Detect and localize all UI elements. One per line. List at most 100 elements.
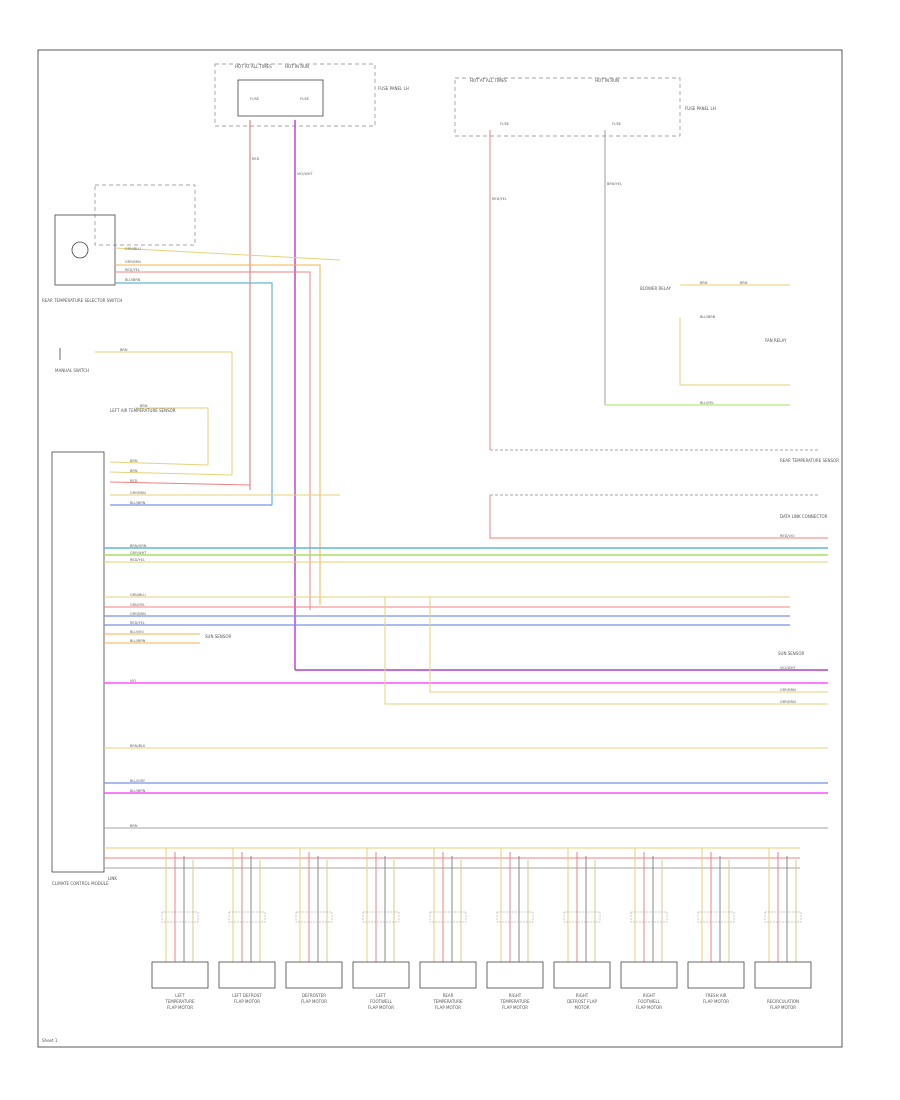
wire-label-bus-14: GRY/BRN xyxy=(780,700,796,704)
wire-mod-2 xyxy=(109,471,233,476)
wire-label-bus-4: RED/YEL xyxy=(130,558,145,562)
actuator-connector xyxy=(496,911,534,923)
diagram-frame xyxy=(37,49,843,1048)
wire-bus-14 xyxy=(384,597,828,705)
actuator-motor-box xyxy=(151,961,209,989)
actuator-motor-box xyxy=(486,961,544,989)
wire-label-sel-3: RED/YEL xyxy=(125,268,140,272)
air-sensor-label: LEFT AIR TEMPERATURE SENSOR xyxy=(110,408,176,413)
fuse-panel-right xyxy=(454,77,681,137)
actuator-motor-box xyxy=(218,961,276,989)
wire-relay-3 xyxy=(679,318,790,386)
wire-label-bus-13: GRY/BRN xyxy=(780,688,796,692)
selector-switch-label: REAR TEMPERATURE SELECTOR SWITCH xyxy=(42,298,122,303)
wire-label-relay-1: BRN xyxy=(700,281,708,285)
wire-mod-3 xyxy=(109,481,251,486)
sun-sensor-label: SUN SENSOR xyxy=(205,634,231,639)
actuator-motor-box xyxy=(754,961,812,989)
wire-label-bus-6: GRN/YEL xyxy=(130,603,145,607)
actuator-connector xyxy=(362,911,400,923)
actuator-motor-box xyxy=(419,961,477,989)
wire-label-bus-16: BLU/GRY xyxy=(130,779,146,783)
connector-note-label: DATA LINK CONNECTOR xyxy=(780,514,828,519)
wire-label-bus-10: BLU/BRN xyxy=(130,639,146,643)
actuator-connector xyxy=(228,911,266,923)
actuator-motor-box xyxy=(553,961,611,989)
wire-label-bus-12: VIO xyxy=(130,679,136,683)
wire-label-relay-2: BRN xyxy=(740,281,748,285)
fuse-left-f1: FUSE xyxy=(250,97,259,101)
actuator-motor-box xyxy=(687,961,745,989)
manual-switch-label: MANUAL SWITCH xyxy=(55,368,89,373)
actuator-connector xyxy=(630,911,668,923)
wire-label-bus-3: GRY/WHT xyxy=(130,551,147,555)
wire-label-bus-17: BLU/BRN xyxy=(130,789,146,793)
wire-sel-2 xyxy=(115,264,321,605)
wire-sel-4 xyxy=(115,282,273,505)
wire-label-mod-1: BRN xyxy=(130,459,138,463)
actuator-motor-box xyxy=(285,961,343,989)
actuator-connector xyxy=(697,911,735,923)
wire-label-bus-9: BLU/VIO xyxy=(130,630,144,634)
wire-sel-3 xyxy=(115,271,311,610)
wire-label-mod-3: RED xyxy=(130,479,138,483)
fuse-panel-left xyxy=(214,63,376,127)
bottom-link-label: LINK xyxy=(108,876,117,881)
wire-label-sel-4: BLU/BRN xyxy=(125,278,141,282)
fuse-left-label-1: HOT AT ALL TIMES xyxy=(235,64,272,69)
wire-label-mod-4: GRY/BRN xyxy=(130,491,146,495)
actuator-connector xyxy=(563,911,601,923)
fuse-left-label-3: FUSE PANEL LH xyxy=(378,86,409,91)
wire-label-top-left-2: VIO/WHT xyxy=(297,172,313,176)
fuse-right-label-1: HOT AT ALL TIMES xyxy=(470,78,507,83)
selector-switch-box xyxy=(54,214,116,286)
wire-label-top-right-2: BRN/YEL xyxy=(607,182,622,186)
wire-label-air: BRN xyxy=(140,404,148,408)
wire-label-manual: BRN xyxy=(120,348,128,352)
fuse-right-label-3: FUSE PANEL LH xyxy=(685,106,716,111)
wire-label-bus-2: BRN/GRN xyxy=(130,544,147,548)
climate-module-box xyxy=(51,451,105,873)
wire-sel-1 xyxy=(114,247,341,261)
fan-relay-label: FAN RELAY xyxy=(765,338,787,343)
fuse-right-f1: FUSE xyxy=(500,122,509,126)
wire-label-sel-1: GRN/BLU xyxy=(125,247,141,251)
selector-knob-icon xyxy=(71,241,89,259)
relay-block-label: BLOWER RELAY xyxy=(640,286,672,291)
climate-module-label: CLIMATE CONTROL MODULE xyxy=(52,881,109,886)
rear-sensor-label: REAR TEMPERATURE SENSOR xyxy=(780,458,839,463)
actuator-connector xyxy=(764,911,802,923)
sun-sensor-right-label: SUN SENSOR xyxy=(778,651,804,656)
wire-label-mod-2: BRN xyxy=(130,469,138,473)
wire-label-bus-8: RED/YEL xyxy=(130,621,145,625)
wire-label-top-right-1: RED/YEL xyxy=(492,197,507,201)
fuse-right-label-2: HOT IN RUN xyxy=(595,78,619,83)
wire-bus-13 xyxy=(429,597,828,693)
actuator-connector xyxy=(161,911,199,923)
wire-label-bus-11: VIO/WHT xyxy=(780,666,796,670)
wire-label-top-left-1: RED xyxy=(252,157,260,161)
selector-sub-frame xyxy=(94,184,196,246)
fuse-right-f2: FUSE xyxy=(612,122,621,126)
actuator-connector xyxy=(295,911,333,923)
wire-label-mod-5: BLU/BRN xyxy=(130,501,146,505)
fuse-left-box xyxy=(237,79,324,117)
wire-label-relay-3: BLU/BRN xyxy=(700,315,716,319)
wire-label-bus-7: GRY/BRN xyxy=(130,612,146,616)
wire-label-bus-1: RED/VIO xyxy=(780,534,795,538)
wire-label-bus-18: BRN xyxy=(130,824,138,828)
page-label: Sheet 1 xyxy=(42,1038,58,1043)
wire-label-relay-4: BLU/YEL xyxy=(700,401,714,405)
wire-bus-1 xyxy=(489,495,828,539)
